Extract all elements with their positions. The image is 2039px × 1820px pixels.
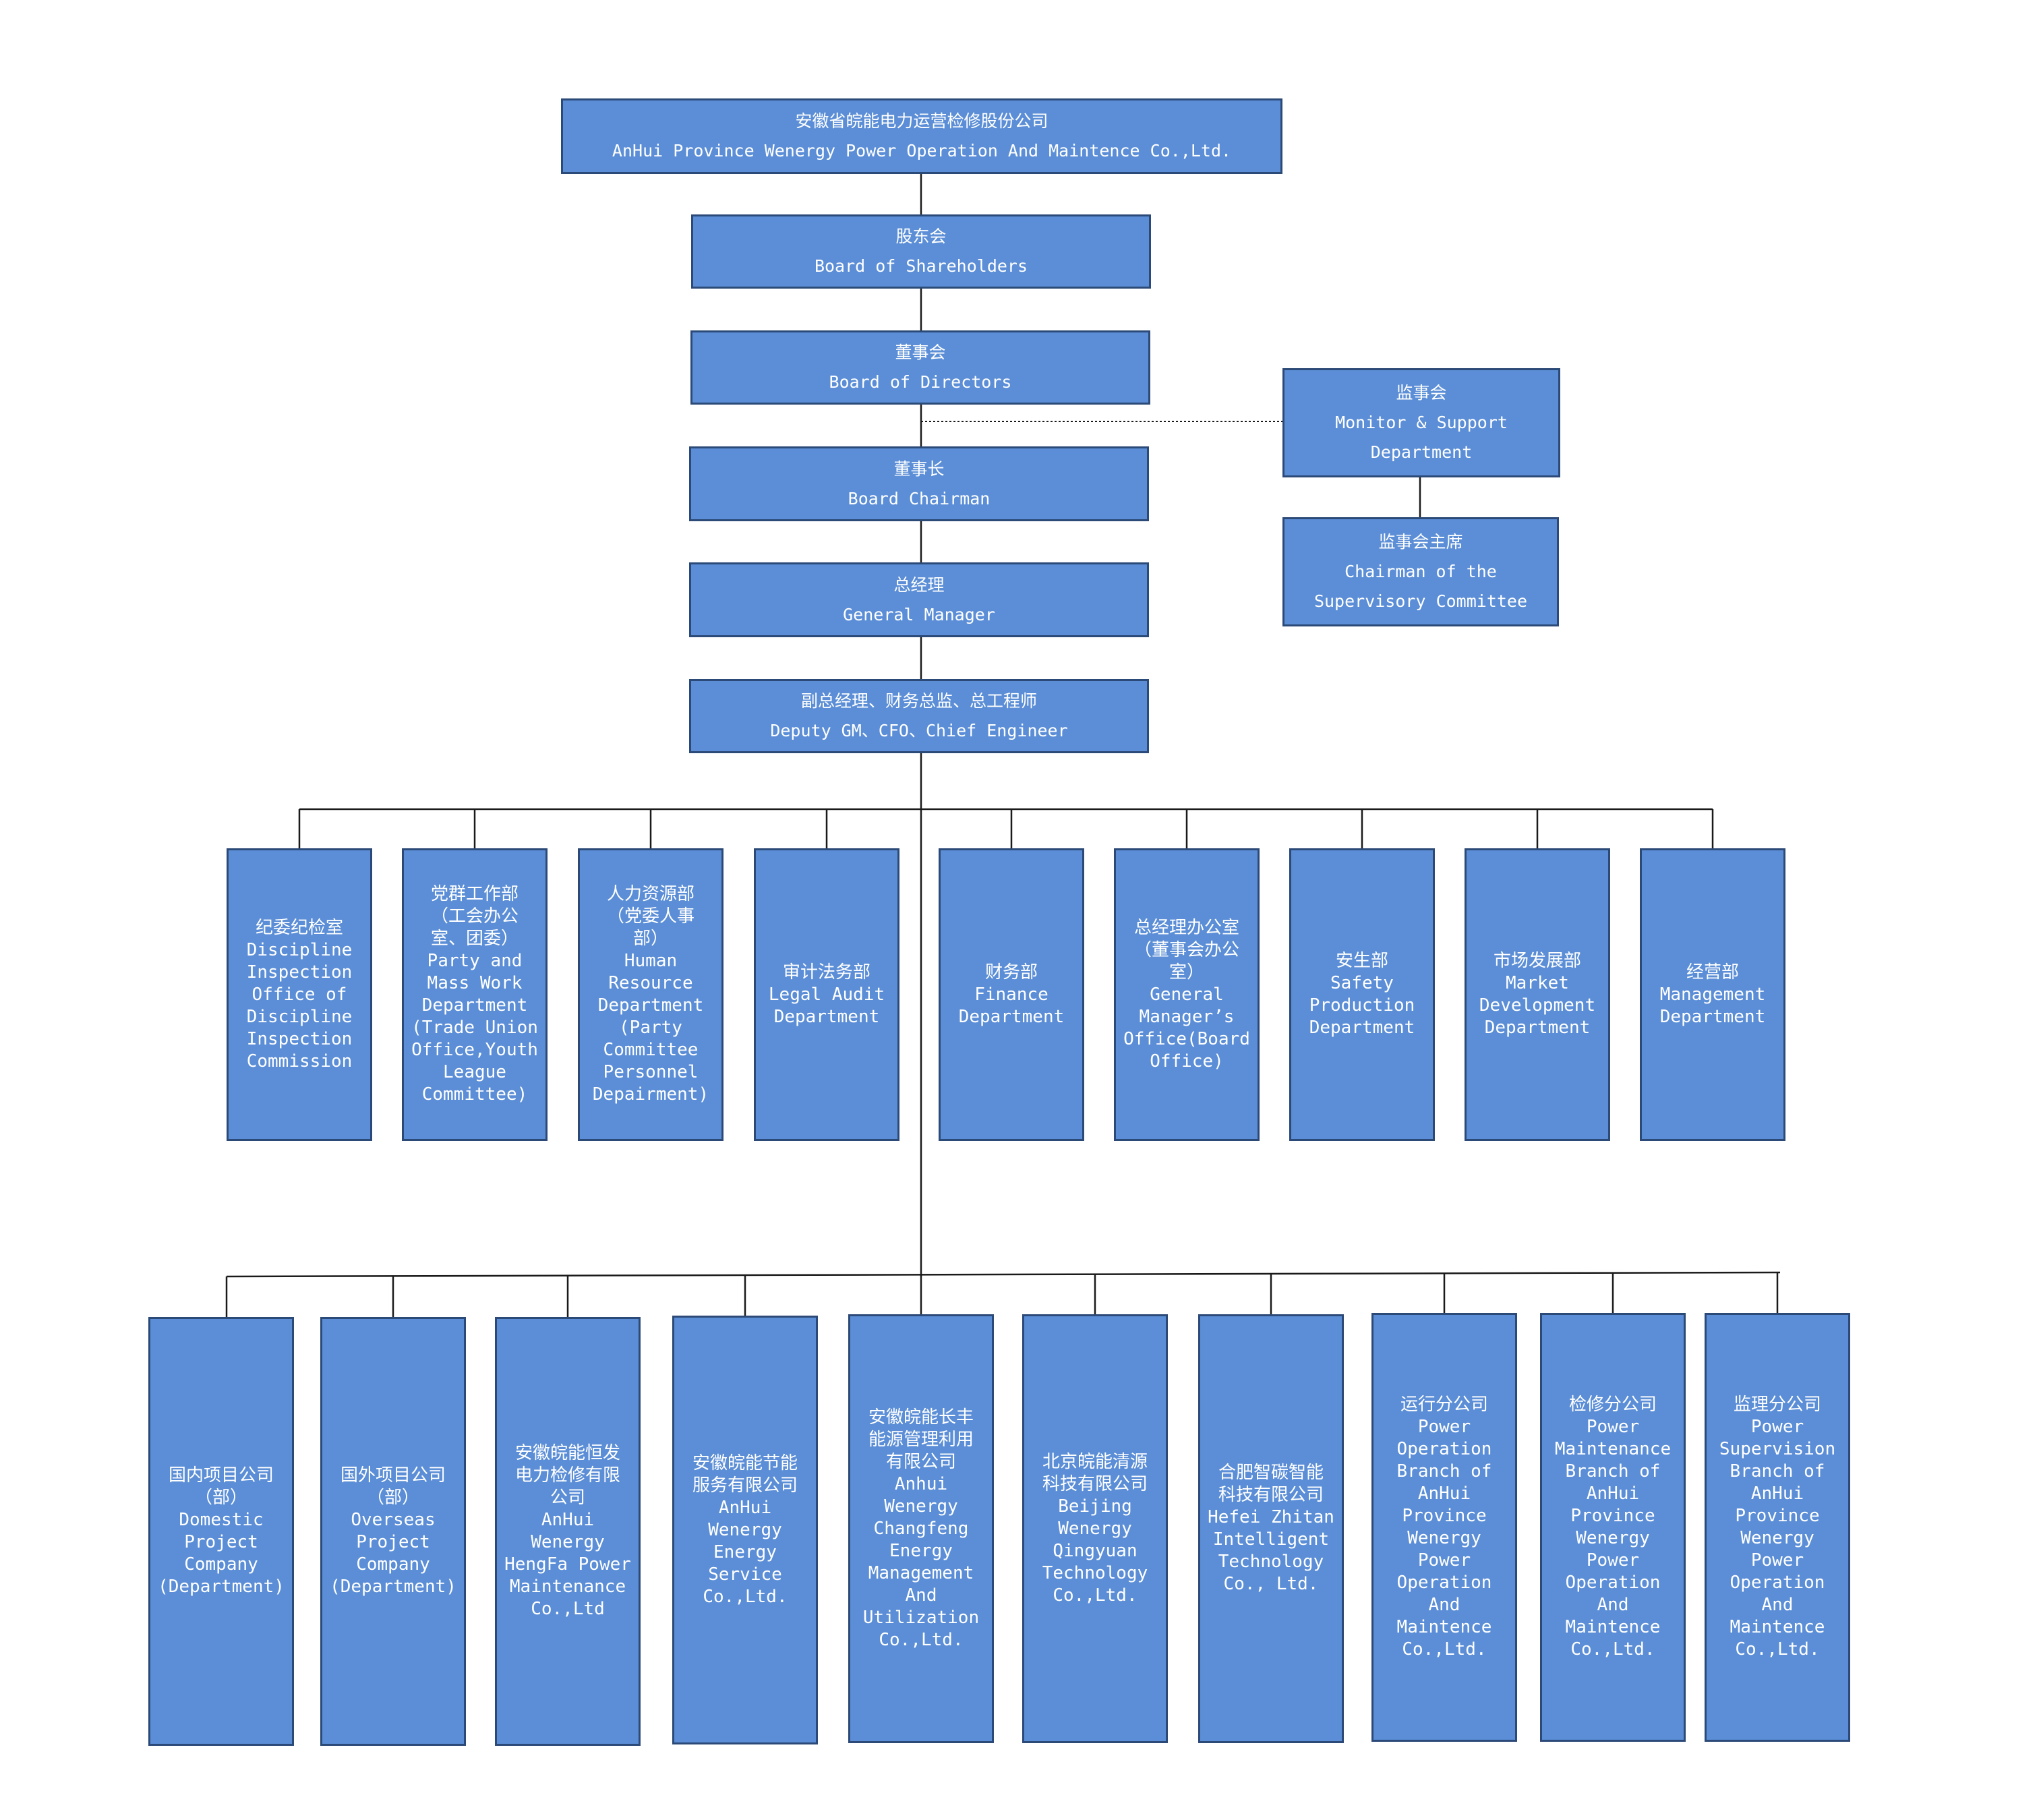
- department-name-en: Safety Production Department: [1309, 973, 1415, 1038]
- subsidiary-name-zh: 检修分公司: [1568, 1395, 1657, 1415]
- deputies-zh: 副总经理、财务总监、总工程师: [800, 691, 1037, 711]
- chairman-box: 董事长 Board Chairman: [689, 446, 1149, 521]
- department-name-en: Market Development Department: [1479, 973, 1596, 1038]
- department-box: 安生部 Safety Production Department: [1289, 848, 1435, 1141]
- department-box: 人力资源部 （党委人事 部） Human Resource Department…: [578, 848, 723, 1141]
- subsidiary-name-zh: 安徽皖能长丰 能源管理利用 有限公司: [868, 1407, 974, 1472]
- subsidiary-name-en: Anhui Wenergy Changfeng Energy Managemen…: [862, 1473, 980, 1650]
- subsidiary-box: 安徽皖能恒发 电力检修有限 公司 AnHui Wenergy HengFa Po…: [495, 1317, 641, 1746]
- company-box: 安徽省皖能电力运营检修股份公司 AnHui Province Wenergy P…: [561, 98, 1282, 174]
- subsidiary-box: 安徽皖能节能 服务有限公司 AnHui Wenergy Energy Servi…: [672, 1316, 818, 1744]
- department-name-en: Finance Department: [958, 984, 1065, 1027]
- department-name-zh: 人力资源部 （党委人事 部）: [606, 884, 695, 949]
- subsidiary-name-zh: 国外项目公司 （部）: [340, 1465, 446, 1508]
- department-box: 市场发展部 Market Development Department: [1465, 848, 1610, 1141]
- department-name-zh: 纪委纪检室: [255, 917, 343, 938]
- supervisory-board-box: 监事会 Monitor & Support Department: [1282, 368, 1560, 477]
- department-name-en: Management Department: [1659, 984, 1766, 1027]
- chairman-zh: 董事长: [893, 459, 945, 479]
- department-box: 经营部 Management Department: [1640, 848, 1785, 1141]
- supervisory-board-zh: 监事会: [1396, 383, 1447, 403]
- subsidiary-box: 运行分公司 Power Operation Branch of AnHui Pr…: [1371, 1313, 1517, 1742]
- department-box: 总经理办公室 （董事会办公 室） General Manager’s Offic…: [1114, 848, 1260, 1141]
- department-box: 党群工作部 （工会办公 室、团委） Party and Mass Work De…: [402, 848, 548, 1141]
- subsidiary-box: 监理分公司 Power Supervision Branch of AnHui …: [1705, 1313, 1850, 1742]
- department-name-zh: 财务部: [984, 962, 1038, 982]
- chairman-en: Board Chairman: [848, 488, 991, 508]
- subsidiary-name-en: AnHui Wenergy HengFa Power Maintenance C…: [504, 1510, 631, 1619]
- subsidiary-box: 国内项目公司 （部） Domestic Project Company (Dep…: [148, 1317, 294, 1746]
- subsidiary-box: 检修分公司 Power Maintenance Branch of AnHui …: [1540, 1313, 1686, 1742]
- department-name-en: Human Resource Department (Party Committ…: [592, 951, 709, 1105]
- department-name-en: Legal Audit Department: [768, 984, 885, 1027]
- shareholders-box: 股东会 Board of Shareholders: [691, 214, 1151, 289]
- connector: [226, 1271, 1781, 1278]
- directors-en: Board of Directors: [829, 372, 1012, 392]
- department-name-en: Discipline Inspection Office of Discipli…: [246, 939, 353, 1072]
- subsidiary-name-zh: 北京皖能清源 科技有限公司: [1042, 1451, 1148, 1494]
- department-box: 财务部 Finance Department: [939, 848, 1084, 1141]
- department-name-zh: 审计法务部: [782, 962, 870, 982]
- subsidiary-name-en: Domestic Project Company (Department): [158, 1510, 285, 1597]
- subsidiary-name-en: Hefei Zhitan Intelligent Technology Co.,…: [1208, 1507, 1334, 1594]
- directors-zh: 董事会: [895, 343, 946, 362]
- department-name-zh: 总经理办公室 （董事会办公 室）: [1133, 917, 1239, 982]
- department-name-zh: 安生部: [1335, 951, 1388, 971]
- department-box: 审计法务部 Legal Audit Department: [754, 848, 899, 1141]
- supervisory-chairman-en: Chairman of the Supervisory Committee: [1313, 562, 1528, 611]
- department-name-zh: 经营部: [1686, 962, 1739, 982]
- department-name-en: Party and Mass Work Department (Trade Un…: [411, 951, 538, 1105]
- supervisory-chairman-box: 监事会主席 Chairman of the Supervisory Commit…: [1282, 517, 1559, 626]
- general-manager-box: 总经理 General Manager: [689, 562, 1149, 637]
- company-name-zh: 安徽省皖能电力运营检修股份公司: [795, 111, 1048, 131]
- subsidiary-box: 合肥智碳智能 科技有限公司 Hefei Zhitan Intelligent T…: [1198, 1314, 1344, 1743]
- subsidiary-name-en: Power Operation Branch of AnHui Province…: [1396, 1417, 1492, 1660]
- directors-box: 董事会 Board of Directors: [690, 330, 1150, 405]
- subsidiary-box: 安徽皖能长丰 能源管理利用 有限公司 Anhui Wenergy Changfe…: [848, 1314, 994, 1743]
- subsidiary-box: 北京皖能清源 科技有限公司 Beijing Wenergy Qingyuan T…: [1022, 1314, 1168, 1743]
- general-manager-en: General Manager: [843, 604, 995, 624]
- subsidiary-name-en: Power Maintenance Branch of AnHui Provin…: [1554, 1417, 1672, 1660]
- subsidiary-name-zh: 国内项目公司 （部）: [168, 1465, 274, 1508]
- subsidiary-name-zh: 安徽皖能恒发 电力检修有限 公司: [514, 1443, 620, 1508]
- supervisory-board-en: Monitor & Support Department: [1335, 413, 1508, 462]
- subsidiary-name-en: Power Supervision Branch of AnHui Provin…: [1719, 1417, 1836, 1660]
- deputies-box: 副总经理、财务总监、总工程师 Deputy GM、CFO、Chief Engin…: [689, 679, 1149, 753]
- subsidiary-name-zh: 运行分公司: [1400, 1395, 1488, 1415]
- department-name-zh: 党群工作部 （工会办公 室、团委）: [430, 884, 519, 949]
- supervisory-chairman-zh: 监事会主席: [1378, 532, 1463, 552]
- subsidiary-name-zh: 合肥智碳智能 科技有限公司: [1218, 1463, 1324, 1505]
- shareholders-zh: 股东会: [895, 227, 947, 246]
- subsidiary-name-en: AnHui Wenergy Energy Service Co.,Ltd.: [703, 1497, 788, 1607]
- department-name-zh: 市场发展部: [1493, 951, 1581, 971]
- subsidiary-name-en: Overseas Project Company (Department): [330, 1510, 456, 1597]
- subsidiary-box: 国外项目公司 （部） Overseas Project Company (Dep…: [320, 1317, 466, 1746]
- subsidiary-name-zh: 监理分公司: [1733, 1395, 1821, 1415]
- department-name-en: General Manager’s Office(Board Office): [1123, 984, 1250, 1072]
- shareholders-en: Board of Shareholders: [814, 256, 1028, 276]
- general-manager-zh: 总经理: [893, 575, 945, 595]
- subsidiary-name-zh: 安徽皖能节能 服务有限公司: [692, 1452, 798, 1496]
- company-name-en: AnHui Province Wenergy Power Operation A…: [612, 141, 1232, 160]
- department-box: 纪委纪检室 Discipline Inspection Office of Di…: [227, 848, 372, 1141]
- subsidiary-name-en: Beijing Wenergy Qingyuan Technology Co.,…: [1042, 1496, 1148, 1606]
- deputies-en: Deputy GM、CFO、Chief Engineer: [770, 721, 1068, 740]
